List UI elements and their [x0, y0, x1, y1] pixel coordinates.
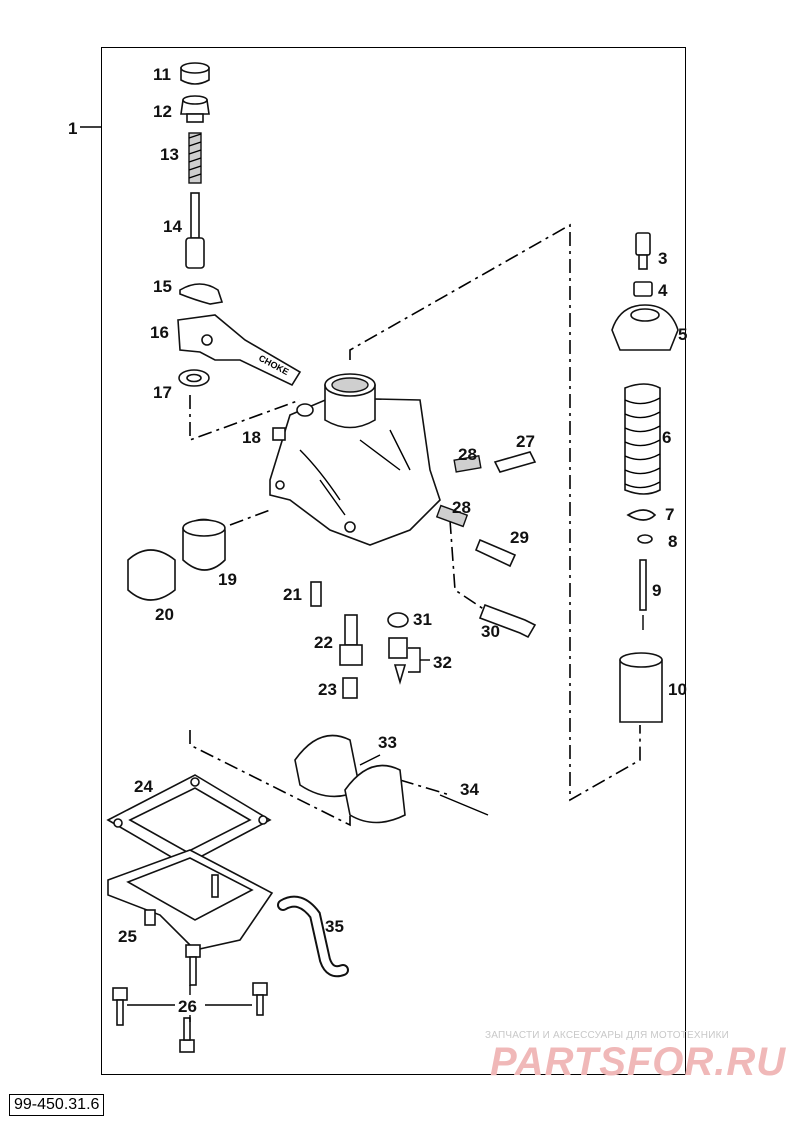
- part-15-clip: [179, 283, 224, 305]
- label-21: 21: [283, 585, 302, 604]
- part-17-washer: [178, 369, 210, 387]
- dash-screw: [449, 519, 486, 611]
- watermark-caption: ЗАПЧАСТИ И АКСЕССУАРЫ ДЛЯ МОТОТЕХНИКИ: [485, 1030, 730, 1041]
- label-24: 24: [134, 777, 153, 796]
- label-22: 22: [314, 633, 333, 652]
- part-34-pin: [439, 794, 489, 816]
- part-23-main-jet: [342, 677, 358, 699]
- part-32-float-valve: [388, 637, 430, 685]
- carburetor-body: [269, 373, 441, 546]
- part-3-screw: [635, 232, 651, 270]
- part-28-spring-b: [435, 504, 469, 528]
- part-12-nut: [180, 95, 210, 123]
- label-12: 12: [153, 102, 172, 121]
- part-7-clip: [626, 509, 657, 521]
- part-10-slide: [619, 652, 663, 723]
- label-23: 23: [318, 680, 337, 699]
- label-27: 27: [516, 432, 535, 451]
- part-18-screw: [272, 427, 286, 441]
- label-18: 18: [242, 428, 261, 447]
- label-8: 8: [668, 532, 677, 551]
- label-32: 32: [433, 653, 452, 672]
- label-16: 16: [150, 323, 169, 342]
- part-27-screw: [493, 451, 537, 473]
- part-21-jet: [310, 581, 322, 607]
- label-4: 4: [658, 281, 668, 300]
- label-11: 11: [153, 65, 171, 84]
- label-17: 17: [153, 383, 172, 402]
- part-14-plunger: [185, 192, 205, 269]
- label-15: 15: [153, 277, 172, 296]
- label-19: 19: [218, 570, 237, 589]
- part-24-gasket: [106, 774, 272, 866]
- part-28-spring-a: [453, 455, 482, 473]
- label-1: 1: [68, 119, 77, 138]
- label-7: 7: [665, 505, 674, 524]
- label-20: 20: [155, 605, 174, 624]
- label-35: 35: [325, 917, 344, 936]
- part-20-cap: [127, 549, 176, 601]
- part-4-nut: [633, 281, 653, 297]
- part-5-cap: [611, 304, 679, 351]
- part-13-spring: [188, 132, 202, 184]
- label-25: 25: [118, 927, 137, 946]
- part-30-screw: [478, 603, 537, 639]
- part-25-float-bowl: [107, 849, 274, 951]
- part-6-spring: [624, 383, 661, 495]
- dash-bowl: [189, 730, 351, 827]
- label-13: 13: [160, 145, 179, 164]
- label-28b: 28: [452, 498, 471, 517]
- label-33: 33: [378, 733, 397, 752]
- label-34: 34: [460, 780, 479, 799]
- part-22-needle-jet: [339, 614, 363, 666]
- dash-pin: [399, 779, 451, 796]
- part-8-washer: [637, 534, 653, 544]
- watermark-logo: PARTSFOR.RU: [490, 1040, 787, 1084]
- label-30: 30: [481, 622, 500, 641]
- label-26: 26: [178, 997, 197, 1016]
- label-3: 3: [658, 249, 667, 268]
- label-10: 10: [668, 680, 687, 699]
- label-5: 5: [678, 325, 687, 344]
- dash-filter: [229, 509, 271, 526]
- part-11-cap: [180, 62, 210, 85]
- part-31-washer: [387, 612, 409, 628]
- part-33-floats: [294, 734, 406, 824]
- label-9: 9: [652, 581, 661, 600]
- part-26-screws: [112, 944, 268, 1053]
- diagram-frame: [101, 47, 686, 1075]
- label-31: 31: [413, 610, 432, 629]
- part-29-screw: [474, 538, 517, 568]
- label-29: 29: [510, 528, 529, 547]
- drawing-code: 99-450.31.6: [9, 1094, 105, 1116]
- label-14: 14: [163, 217, 182, 236]
- label-6: 6: [662, 428, 671, 447]
- dash-slide: [349, 223, 641, 802]
- part-9-needle: [639, 559, 647, 630]
- part-19-ring: [182, 518, 226, 571]
- label-28a: 28: [458, 445, 477, 464]
